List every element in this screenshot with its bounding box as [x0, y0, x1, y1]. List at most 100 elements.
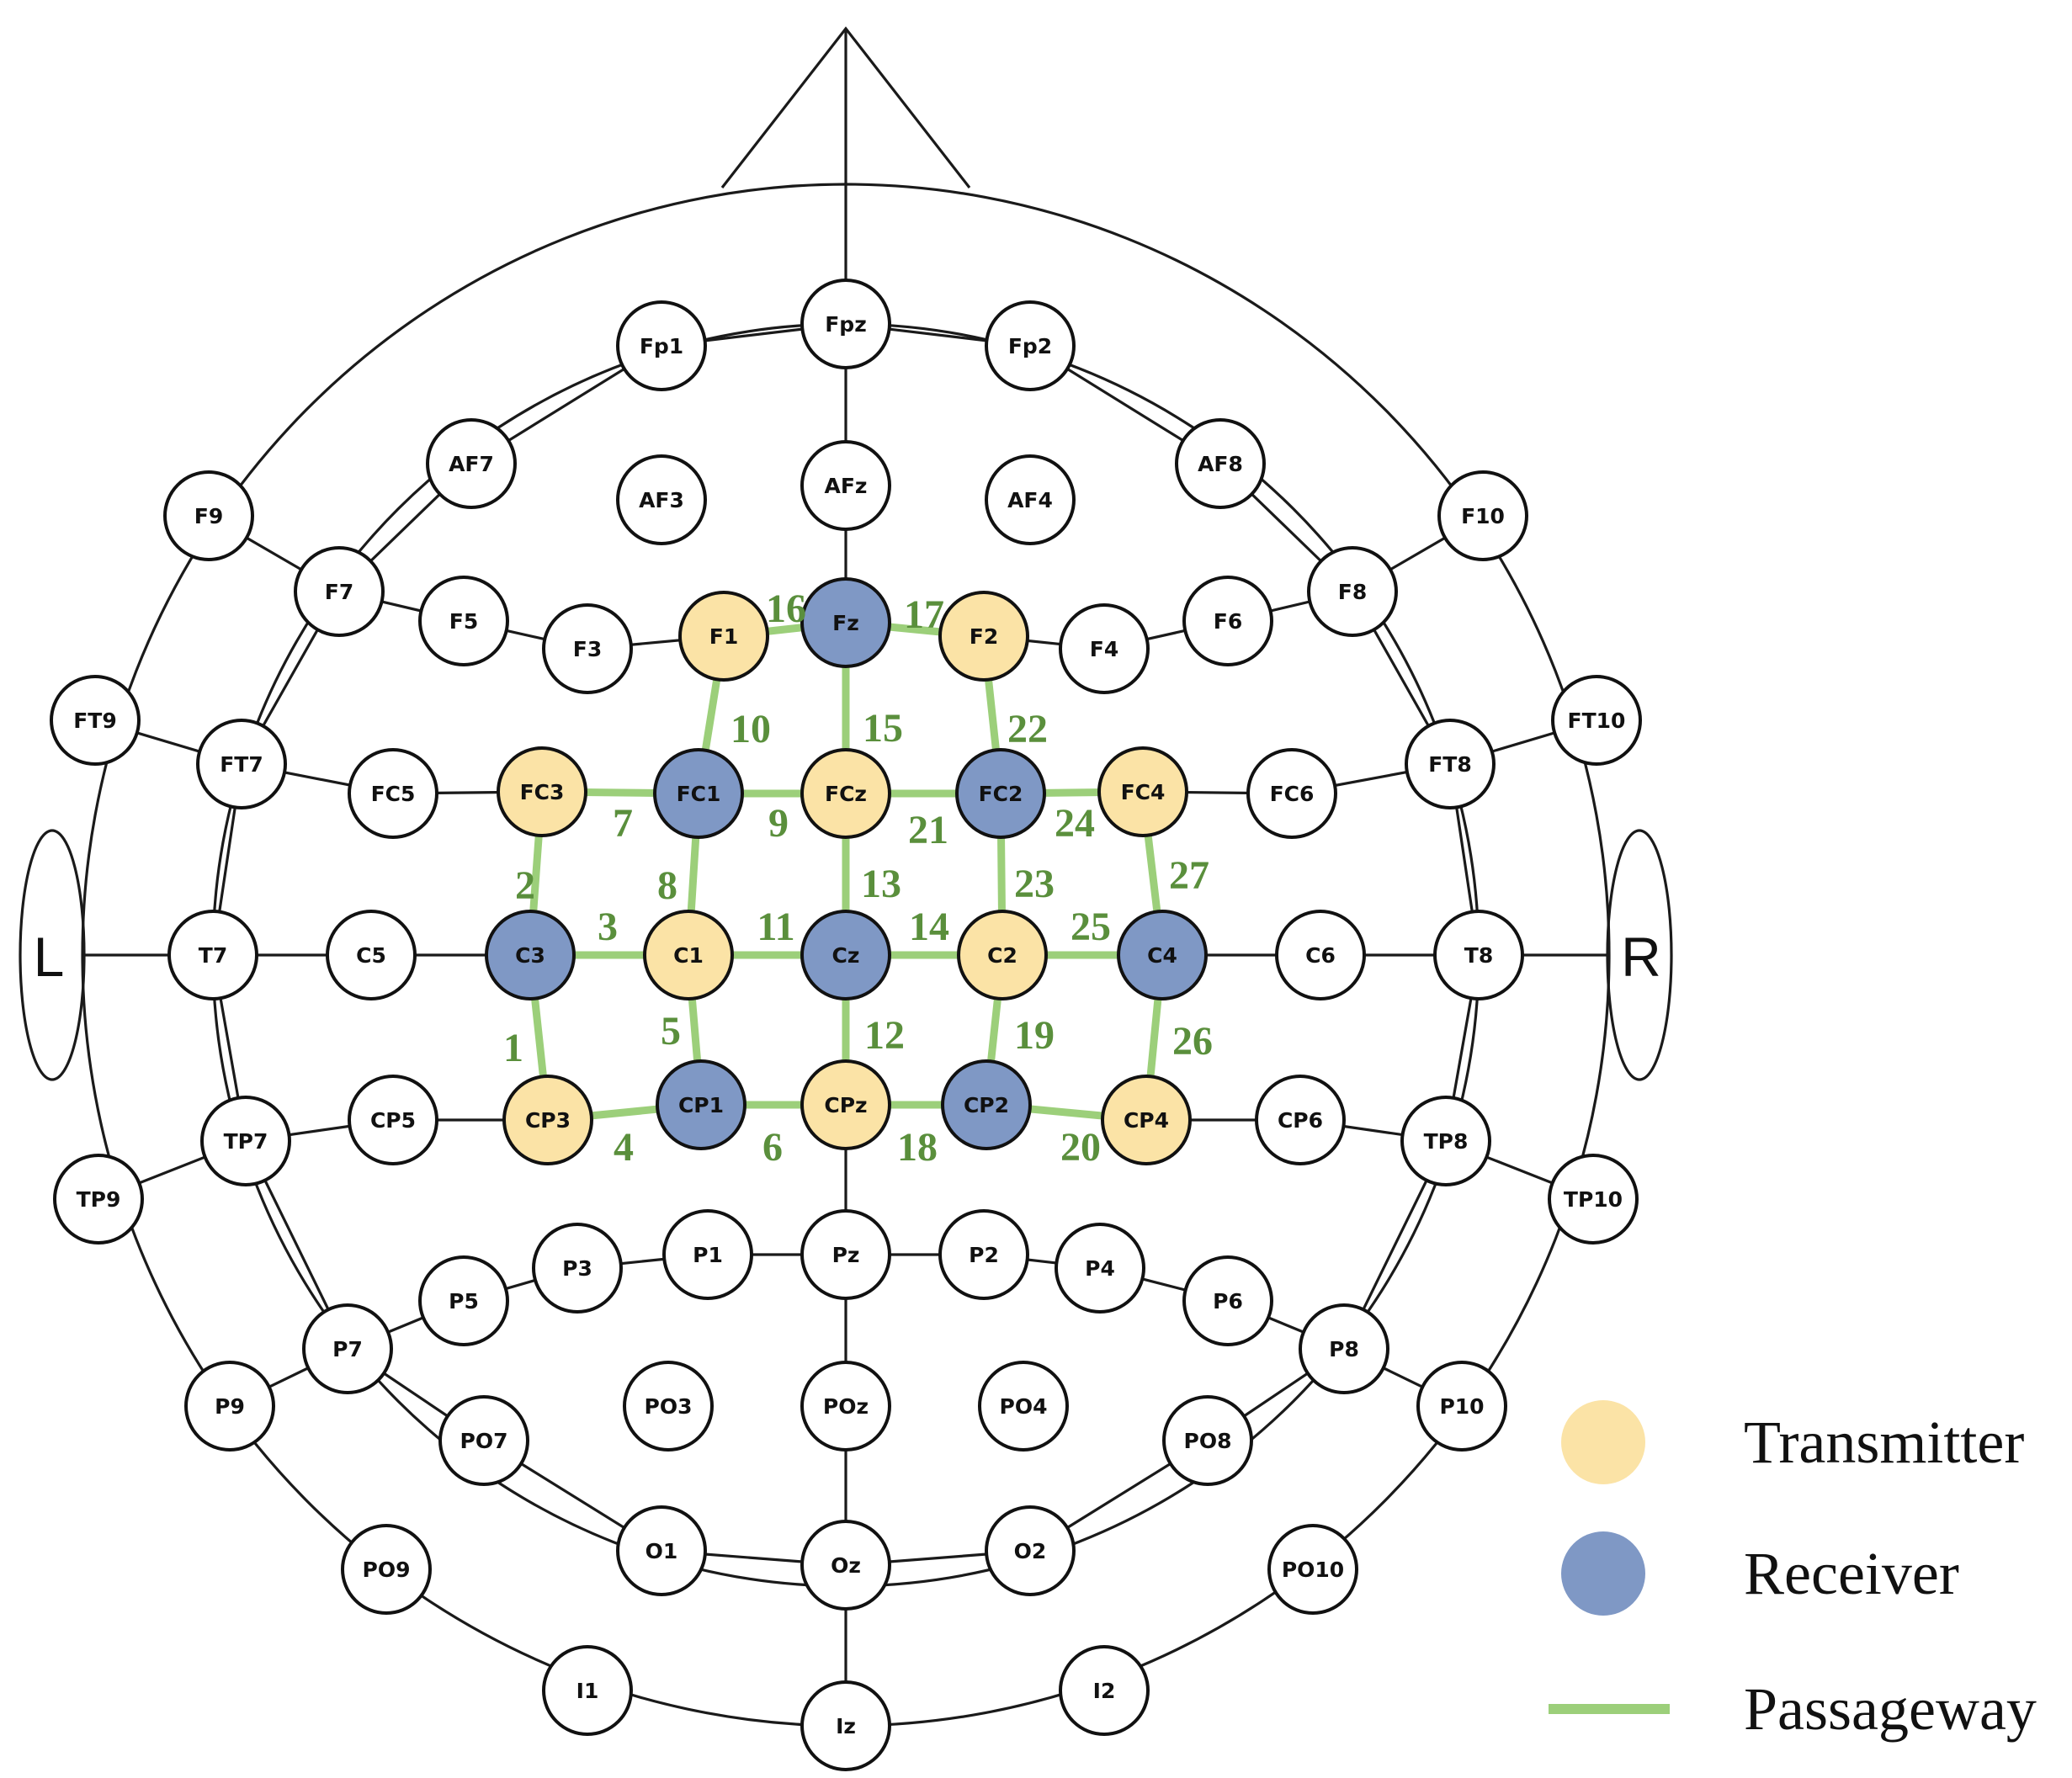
electrode-label: FT9	[73, 709, 117, 733]
electrode-p5: P5	[418, 1255, 509, 1346]
electrode-circle	[1255, 1075, 1346, 1165]
electrode-circle	[1101, 1075, 1192, 1165]
electrode-label: Pz	[832, 1243, 860, 1267]
electrode-circle	[800, 440, 891, 531]
electrode-label: Fz	[832, 611, 859, 635]
electrode-circle	[341, 1524, 432, 1615]
electrode-iz: Iz	[800, 1680, 891, 1771]
electrode-tp10: TP10	[1548, 1154, 1639, 1245]
legend-item-passageway: Passageway	[1549, 1675, 2037, 1743]
electrode-label: PO7	[460, 1429, 508, 1453]
electrode-circle	[653, 748, 744, 839]
electrode-p3: P3	[532, 1223, 623, 1314]
electrode-label: FC3	[520, 780, 565, 804]
electrode-circle	[167, 910, 258, 1000]
electrode-label: C4	[1147, 943, 1177, 968]
electrode-label: AF8	[1198, 452, 1243, 476]
electrode-ft8: FT8	[1405, 719, 1496, 809]
electrode-label: AFz	[825, 474, 868, 498]
electrode-circle	[502, 1075, 593, 1165]
electrode-label: PO9	[363, 1558, 411, 1582]
passageway-label-7: 7	[613, 801, 633, 846]
electrode-circle	[1059, 603, 1150, 694]
electrode-label: I1	[576, 1679, 599, 1703]
electrode-circle	[1059, 1645, 1150, 1736]
electrode-circle	[1405, 719, 1496, 809]
right-ear-label: R	[1621, 926, 1661, 988]
electrode-label: PO3	[645, 1394, 693, 1419]
electrode-po9: PO9	[341, 1524, 432, 1615]
electrode-label: TP7	[224, 1129, 268, 1154]
electrode-cpz: CPz	[800, 1059, 891, 1150]
electrode-circle	[1416, 1361, 1507, 1452]
passageway-label-14: 14	[909, 905, 949, 949]
electrode-f5: F5	[418, 576, 509, 666]
electrode-f4: F4	[1059, 603, 1150, 694]
electrode-circle	[800, 577, 891, 668]
electrode-f8: F8	[1307, 546, 1398, 637]
electrode-label: F7	[325, 580, 353, 604]
electrode-label: F8	[1338, 580, 1367, 604]
electrode-fp1: Fp1	[616, 300, 707, 391]
electrode-label: F5	[449, 609, 478, 634]
electrode-c6: C6	[1275, 910, 1366, 1000]
electrode-af7: AF7	[426, 418, 517, 509]
electrode-label: FC6	[1270, 782, 1315, 806]
electrode-label: Iz	[836, 1714, 856, 1738]
electrode-label: PO4	[1000, 1394, 1048, 1419]
passageway-label-16: 16	[766, 586, 806, 631]
electrode-circle	[1182, 1255, 1273, 1346]
passageway-label-15: 15	[863, 706, 903, 751]
electrode-label: P4	[1085, 1256, 1115, 1281]
electrode-fc6: FC6	[1246, 748, 1337, 839]
electrode-label: P6	[1213, 1289, 1243, 1314]
legend-item-transmitter: Transmitter	[1561, 1400, 2024, 1484]
electrode-circle	[53, 1154, 144, 1245]
electrode-poz: POz	[800, 1361, 891, 1452]
electrode-circle	[800, 1520, 891, 1611]
electrode-cp6: CP6	[1255, 1075, 1346, 1165]
passageway-label-23: 23	[1014, 862, 1055, 906]
electrode-circle	[616, 300, 707, 391]
electrode-po8: PO8	[1162, 1395, 1253, 1486]
electrode-circle	[616, 454, 707, 545]
electrode-p4: P4	[1055, 1223, 1145, 1314]
electrode-fp2: Fp2	[985, 300, 1076, 391]
electrode-label: I2	[1093, 1679, 1116, 1703]
electrode-circle	[643, 910, 734, 1000]
electrode-circle	[656, 1059, 746, 1150]
electrode-circle	[1175, 418, 1266, 509]
passageway-label-18: 18	[897, 1125, 938, 1170]
electrode-circle	[1433, 910, 1524, 1000]
electrode-label: C2	[987, 943, 1017, 968]
electrode-label: AF3	[639, 488, 684, 512]
receiver-swatch	[1561, 1531, 1645, 1616]
electrode-p10: P10	[1416, 1361, 1507, 1452]
electrode-f7: F7	[294, 546, 385, 637]
electrode-label: CP1	[678, 1093, 724, 1117]
electrode-f1: F1	[678, 591, 769, 682]
electrode-circle	[1548, 1154, 1639, 1245]
electrode-circle	[163, 470, 254, 561]
electrode-ft10: FT10	[1551, 675, 1642, 766]
electrode-tp7: TP7	[200, 1096, 291, 1186]
electrode-circle	[348, 748, 438, 839]
electrode-circle	[800, 1680, 891, 1771]
electrode-label: T7	[199, 943, 227, 968]
electrode-circle	[426, 418, 517, 509]
electrode-label: T8	[1464, 943, 1493, 968]
passageway-label-17: 17	[904, 592, 944, 637]
electrode-label: FT7	[220, 752, 263, 777]
electrode-fpz: Fpz	[800, 279, 891, 369]
electrode-po10: PO10	[1267, 1524, 1358, 1615]
electrode-t7: T7	[167, 910, 258, 1000]
electrode-p8: P8	[1299, 1303, 1389, 1394]
electrode-label: AF4	[1007, 488, 1053, 512]
electrode-p6: P6	[1182, 1255, 1273, 1346]
electrode-label: Cz	[832, 943, 860, 968]
electrode-cp5: CP5	[348, 1075, 438, 1165]
electrode-c3: C3	[485, 910, 576, 1000]
